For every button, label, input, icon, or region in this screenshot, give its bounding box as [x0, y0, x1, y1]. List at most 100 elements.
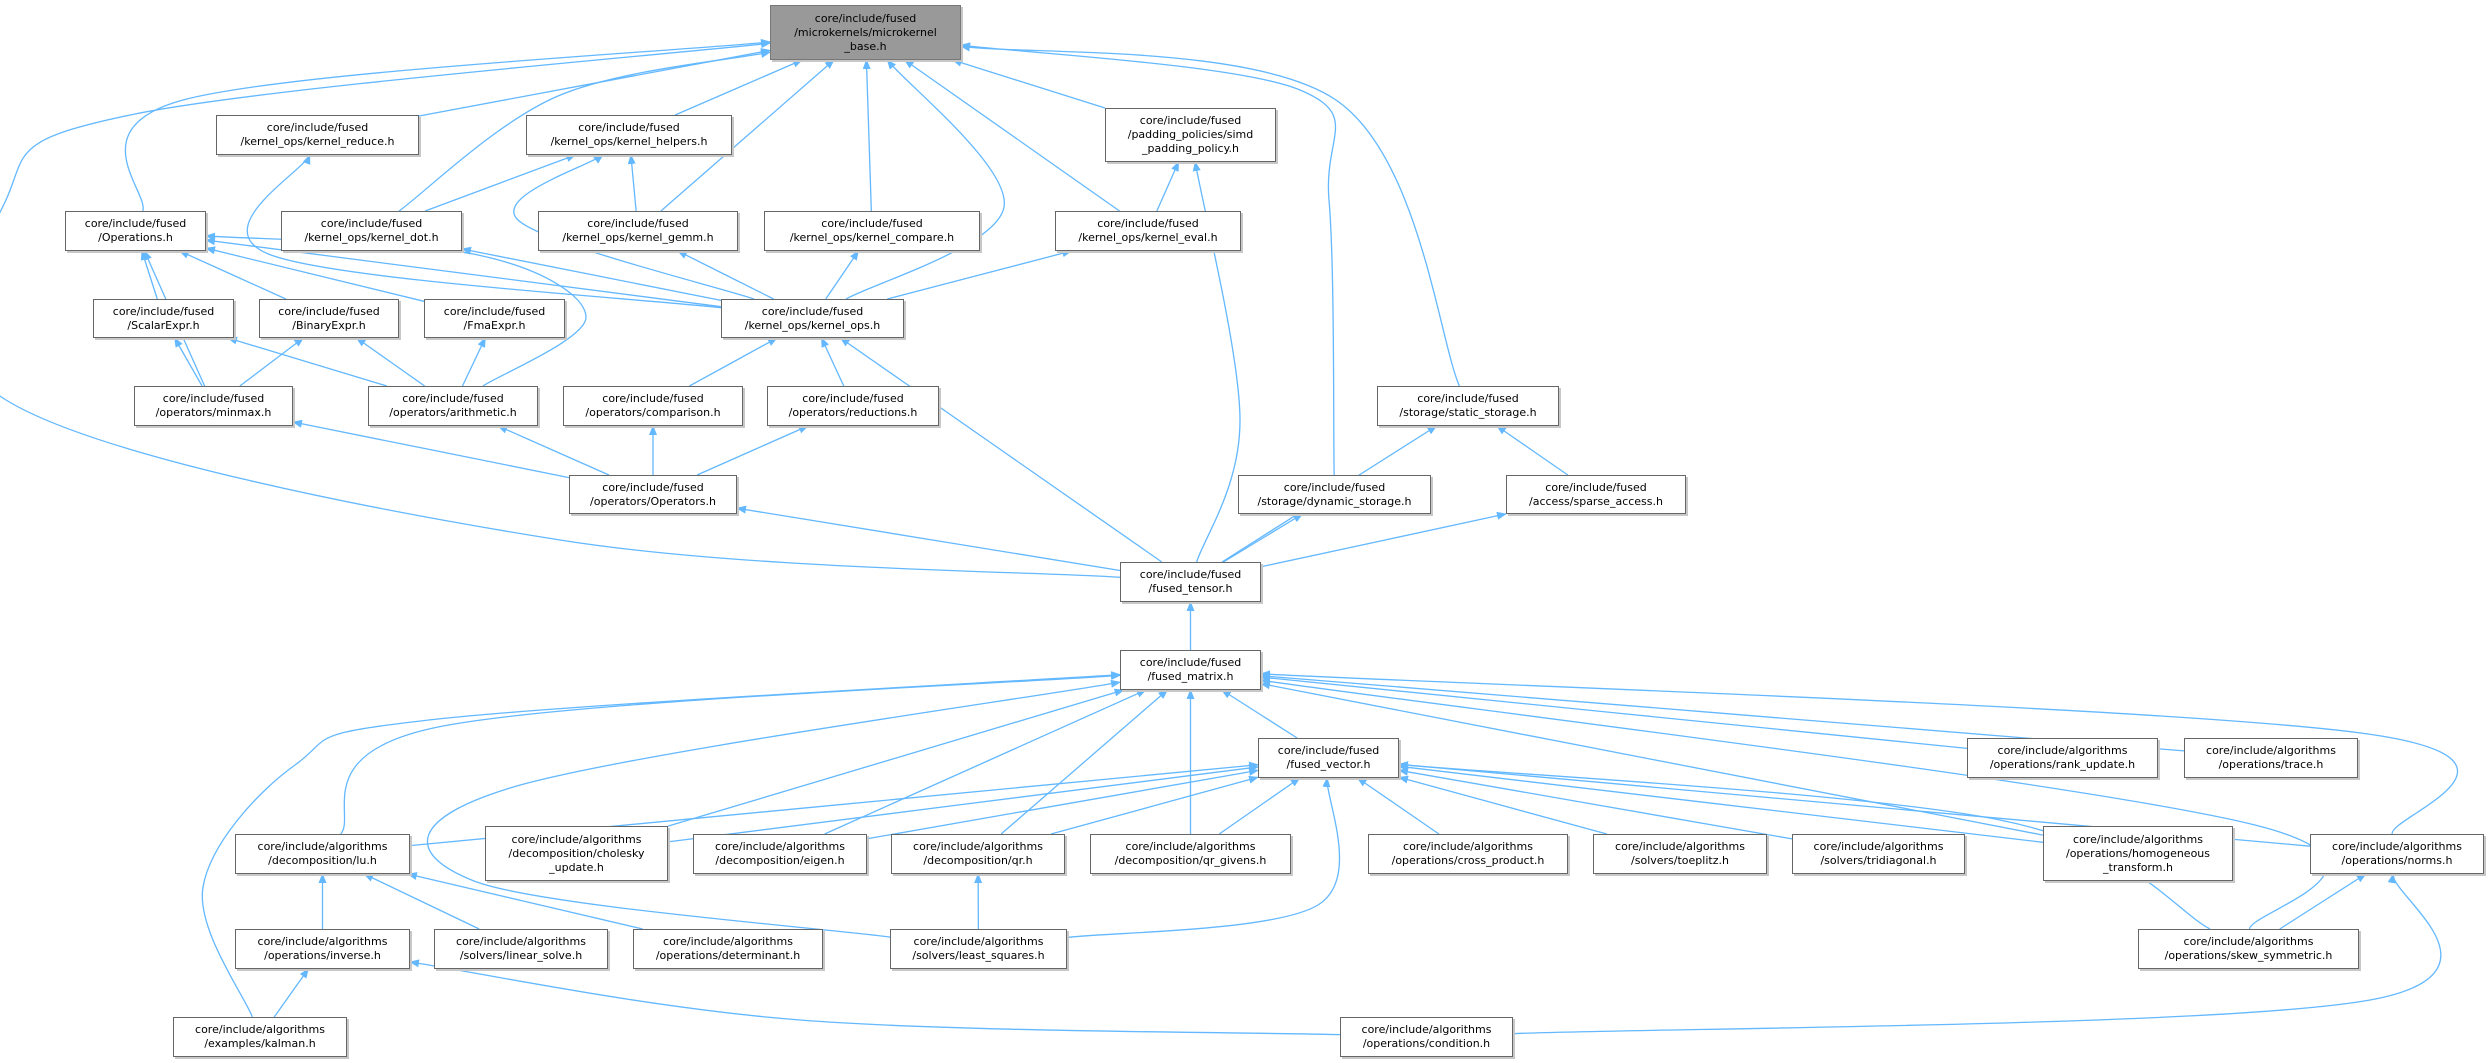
- file-node-trace[interactable]: core/include/algorithms/operations/trace…: [2184, 738, 2358, 778]
- node-label-line: /fused_tensor.h: [1148, 582, 1233, 595]
- node-label-line: /solvers/least_squares.h: [912, 949, 1045, 962]
- file-node-lu[interactable]: core/include/algorithms/decomposition/lu…: [235, 834, 410, 874]
- file-node-operations[interactable]: core/include/fused/Operations.h: [65, 211, 206, 251]
- node-label-line: core/include/algorithms: [257, 935, 388, 948]
- include-edge-kernel-helpers-to-base: [674, 59, 803, 116]
- include-edge-qr-to-fused-vector: [1050, 775, 1259, 835]
- node-label-line: core/include/fused: [320, 217, 423, 230]
- file-node-linear-solve[interactable]: core/include/algorithms/solvers/linear_s…: [434, 929, 608, 969]
- node-label-line: _padding_policy.h: [1142, 142, 1239, 155]
- include-edge-static-storage-to-base: [960, 43, 1460, 387]
- node-label-line: core/include/algorithms: [913, 935, 1044, 948]
- file-node-kernel-ops[interactable]: core/include/fused/kernel_ops/kernel_ops…: [721, 299, 904, 338]
- include-edge-fused-vector-to-fused-matrix: [1221, 689, 1298, 739]
- node-label-line: /operators/minmax.h: [155, 406, 272, 419]
- node-label-line: core/include/fused: [587, 217, 689, 230]
- node-label-line: /operations/skew_symmetric.h: [2164, 949, 2333, 962]
- include-edge-kernel-dot-to-base: [398, 50, 771, 212]
- node-label-line: core/include/fused: [266, 121, 369, 134]
- file-node-skew[interactable]: core/include/algorithms/operations/skew_…: [2138, 929, 2359, 969]
- file-node-sparse-access[interactable]: core/include/fused/access/sparse_access.…: [1506, 475, 1686, 514]
- include-edge-least-squares-to-fused-vector: [1066, 777, 1341, 939]
- include-edge-tridiagonal-to-fused-vector: [1398, 767, 1793, 840]
- node-label-line: /operators/Operators.h: [590, 494, 716, 508]
- include-edge-fma-expr-to-operations: [205, 246, 425, 302]
- file-node-kernel-eval[interactable]: core/include/fused/kernel_ops/kernel_eva…: [1055, 211, 1241, 251]
- file-node-scalar-expr[interactable]: core/include/fused/ScalarExpr.h: [93, 299, 234, 338]
- include-edge-fused-tensor-to-operators: [736, 505, 1121, 572]
- file-node-operators[interactable]: core/include/fused/operators/Operators.h: [569, 475, 737, 514]
- file-node-norms[interactable]: core/include/algorithms/operations/norms…: [2310, 834, 2484, 874]
- node-label-line: /storage/static_storage.h: [1399, 406, 1537, 419]
- file-node-kernel-reduce[interactable]: core/include/fused/kernel_ops/kernel_red…: [216, 115, 419, 155]
- file-node-padding[interactable]: core/include/fused/padding_policies/simd…: [1105, 108, 1276, 162]
- node-label-line: core/include/algorithms: [257, 840, 388, 853]
- file-node-kernel-dot[interactable]: core/include/fused/kernel_ops/kernel_dot…: [281, 211, 462, 251]
- node-label-line: /ScalarExpr.h: [127, 318, 200, 332]
- file-node-fused-tensor[interactable]: core/include/fused/fused_tensor.h: [1120, 562, 1261, 602]
- file-node-fused-matrix[interactable]: core/include/fused/fused_matrix.h: [1120, 650, 1261, 690]
- file-node-cholesky[interactable]: core/include/algorithms/decomposition/ch…: [485, 826, 668, 881]
- file-node-kernel-compare[interactable]: core/include/fused/kernel_ops/kernel_com…: [764, 211, 980, 251]
- include-edge-kernel-eval-to-padding: [1156, 161, 1180, 212]
- file-node-reductions[interactable]: core/include/fused/operators/reductions.…: [767, 386, 939, 426]
- node-label-line: core/include/fused: [1417, 392, 1519, 405]
- include-edge-homogeneous-to-fused-matrix: [1260, 681, 2044, 836]
- include-edge-cholesky-to-fused-matrix: [667, 688, 1125, 827]
- node-label-line: core/include/algorithms: [1997, 744, 2128, 757]
- include-edge-kernel-gemm-to-kernel-helpers: [627, 154, 637, 212]
- file-node-condition[interactable]: core/include/algorithms/operations/condi…: [1340, 1017, 1513, 1057]
- file-node-fused-vector[interactable]: core/include/fused/fused_vector.h: [1258, 738, 1399, 778]
- file-node-fma-expr[interactable]: core/include/fused/FmaExpr.h: [424, 299, 565, 338]
- file-node-qr[interactable]: core/include/algorithms/decomposition/qr…: [891, 834, 1065, 874]
- include-edge-least-squares-to-fused-matrix: [426, 679, 1121, 938]
- node-label-line: /solvers/toeplitz.h: [1631, 854, 1729, 867]
- include-edge-binary-expr-to-operations: [178, 250, 287, 300]
- include-edge-fused-tensor-to-sparse-access: [1260, 511, 1507, 568]
- include-edge-kernel-ops-to-kernel-gemm: [676, 250, 774, 300]
- file-node-inverse[interactable]: core/include/algorithms/operations/inver…: [235, 929, 410, 969]
- node-label-line: core/include/fused: [1545, 480, 1647, 494]
- node-label-line: /decomposition/lu.h: [268, 854, 377, 867]
- file-node-base[interactable]: core/include/fused/microkernels/microker…: [770, 5, 961, 60]
- node-label-line: /decomposition/cholesky: [508, 846, 645, 860]
- include-edge-operators-to-minmax: [292, 419, 570, 479]
- file-node-qr-givens[interactable]: core/include/algorithms/decomposition/qr…: [1090, 834, 1291, 874]
- file-node-static-storage[interactable]: core/include/fused/storage/static_storag…: [1377, 386, 1559, 426]
- file-node-least-squares[interactable]: core/include/algorithms/solvers/least_sq…: [890, 929, 1067, 969]
- file-node-toeplitz[interactable]: core/include/algorithms/solvers/toeplitz…: [1593, 834, 1767, 874]
- include-edge-lu-to-fused-matrix: [340, 672, 1121, 835]
- node-label-line: /BinaryExpr.h: [292, 318, 366, 332]
- include-edge-condition-to-inverse: [409, 959, 1341, 1036]
- node-label-line: /operations/trace.h: [2218, 758, 2324, 771]
- file-node-homogeneous[interactable]: core/include/algorithms/operations/homog…: [2043, 826, 2233, 881]
- file-node-eigen[interactable]: core/include/algorithms/decomposition/ei…: [693, 834, 867, 874]
- file-node-minmax[interactable]: core/include/fused/operators/minmax.h: [134, 386, 293, 426]
- include-edge-scalar-expr-to-operations: [140, 250, 158, 300]
- file-node-arithmetic[interactable]: core/include/fused/operators/arithmetic.…: [368, 386, 538, 426]
- file-node-kernel-gemm[interactable]: core/include/fused/kernel_ops/kernel_gem…: [538, 211, 738, 251]
- node-label-line: /operations/condition.h: [1362, 1037, 1491, 1050]
- node-label-line: core/include/algorithms: [456, 935, 586, 948]
- node-label-line: /kernel_ops/kernel_eval.h: [1078, 231, 1218, 244]
- file-node-cross-product[interactable]: core/include/algorithms/operations/cross…: [1368, 834, 1568, 874]
- file-node-rank-update[interactable]: core/include/algorithms/operations/rank_…: [1967, 738, 2158, 778]
- node-label-line: /FmaExpr.h: [463, 318, 526, 332]
- node-label-line: _update.h: [549, 860, 604, 874]
- file-node-determinant[interactable]: core/include/algorithms/operations/deter…: [633, 929, 823, 969]
- file-node-tridiagonal[interactable]: core/include/algorithms/solvers/tridiago…: [1792, 834, 1965, 874]
- file-node-comparison[interactable]: core/include/fused/operators/comparison.…: [563, 386, 743, 426]
- file-node-dynamic-storage[interactable]: core/include/fused/storage/dynamic_stora…: [1238, 475, 1431, 514]
- node-label-line: core/include/algorithms: [1361, 1023, 1492, 1036]
- include-edge-norms-to-fused-matrix: [1260, 670, 2459, 835]
- node-label-line: /microkernels/microkernel: [794, 25, 937, 39]
- node-label-line: /operations/norms.h: [2341, 854, 2453, 867]
- file-node-binary-expr[interactable]: core/include/fused/BinaryExpr.h: [259, 299, 399, 338]
- file-node-kernel-helpers[interactable]: core/include/fused/kernel_ops/kernel_hel…: [526, 115, 732, 155]
- file-node-kalman[interactable]: core/include/algorithms/examples/kalman.…: [173, 1017, 347, 1057]
- node-label-line: core/include/fused: [1139, 656, 1242, 669]
- include-edge-dynamic-storage-to-base: [960, 42, 1337, 476]
- include-edge-sparse-access-to-static-storage: [1496, 425, 1569, 476]
- include-edge-toeplitz-to-fused-vector: [1398, 775, 1607, 835]
- node-label-line: /operators/reductions.h: [788, 406, 918, 419]
